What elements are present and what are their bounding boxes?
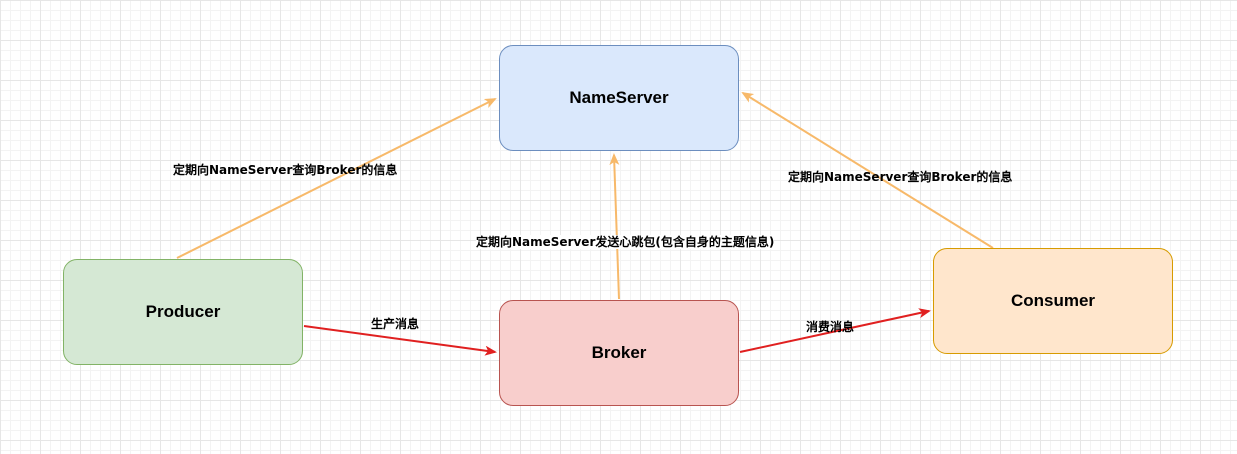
nameserver-label: NameServer (569, 88, 669, 107)
consume-message-edge-label: 消费消息 (806, 320, 855, 334)
produce-message-edge-label: 生产消息 (371, 317, 420, 331)
broker-heartbeat-edge-label: 定期向NameServer发送心跳包(包含自身的主题信息) (476, 235, 775, 249)
producer-node[interactable]: Producer (63, 259, 303, 365)
consumer-label: Consumer (1010, 291, 1096, 310)
broker-node[interactable]: Broker (499, 300, 739, 406)
consumer-query-edge-label: 定期向NameServer查询Broker的信息 (788, 170, 1013, 184)
edge-producer-to-broker (303, 325, 497, 356)
edge-producer-to-nameserver (176, 98, 497, 259)
broker-label: Broker (591, 343, 647, 362)
nameserver-node[interactable]: NameServer (499, 45, 739, 151)
edge-consumer-to-nameserver (741, 91, 994, 249)
producer-query-edge-label: 定期向NameServer查询Broker的信息 (173, 163, 398, 177)
consumer-node[interactable]: Consumer (933, 248, 1173, 354)
producer-label: Producer (145, 302, 221, 321)
edge-broker-to-consumer (739, 308, 931, 353)
edge-broker-to-nameserver (609, 153, 620, 300)
